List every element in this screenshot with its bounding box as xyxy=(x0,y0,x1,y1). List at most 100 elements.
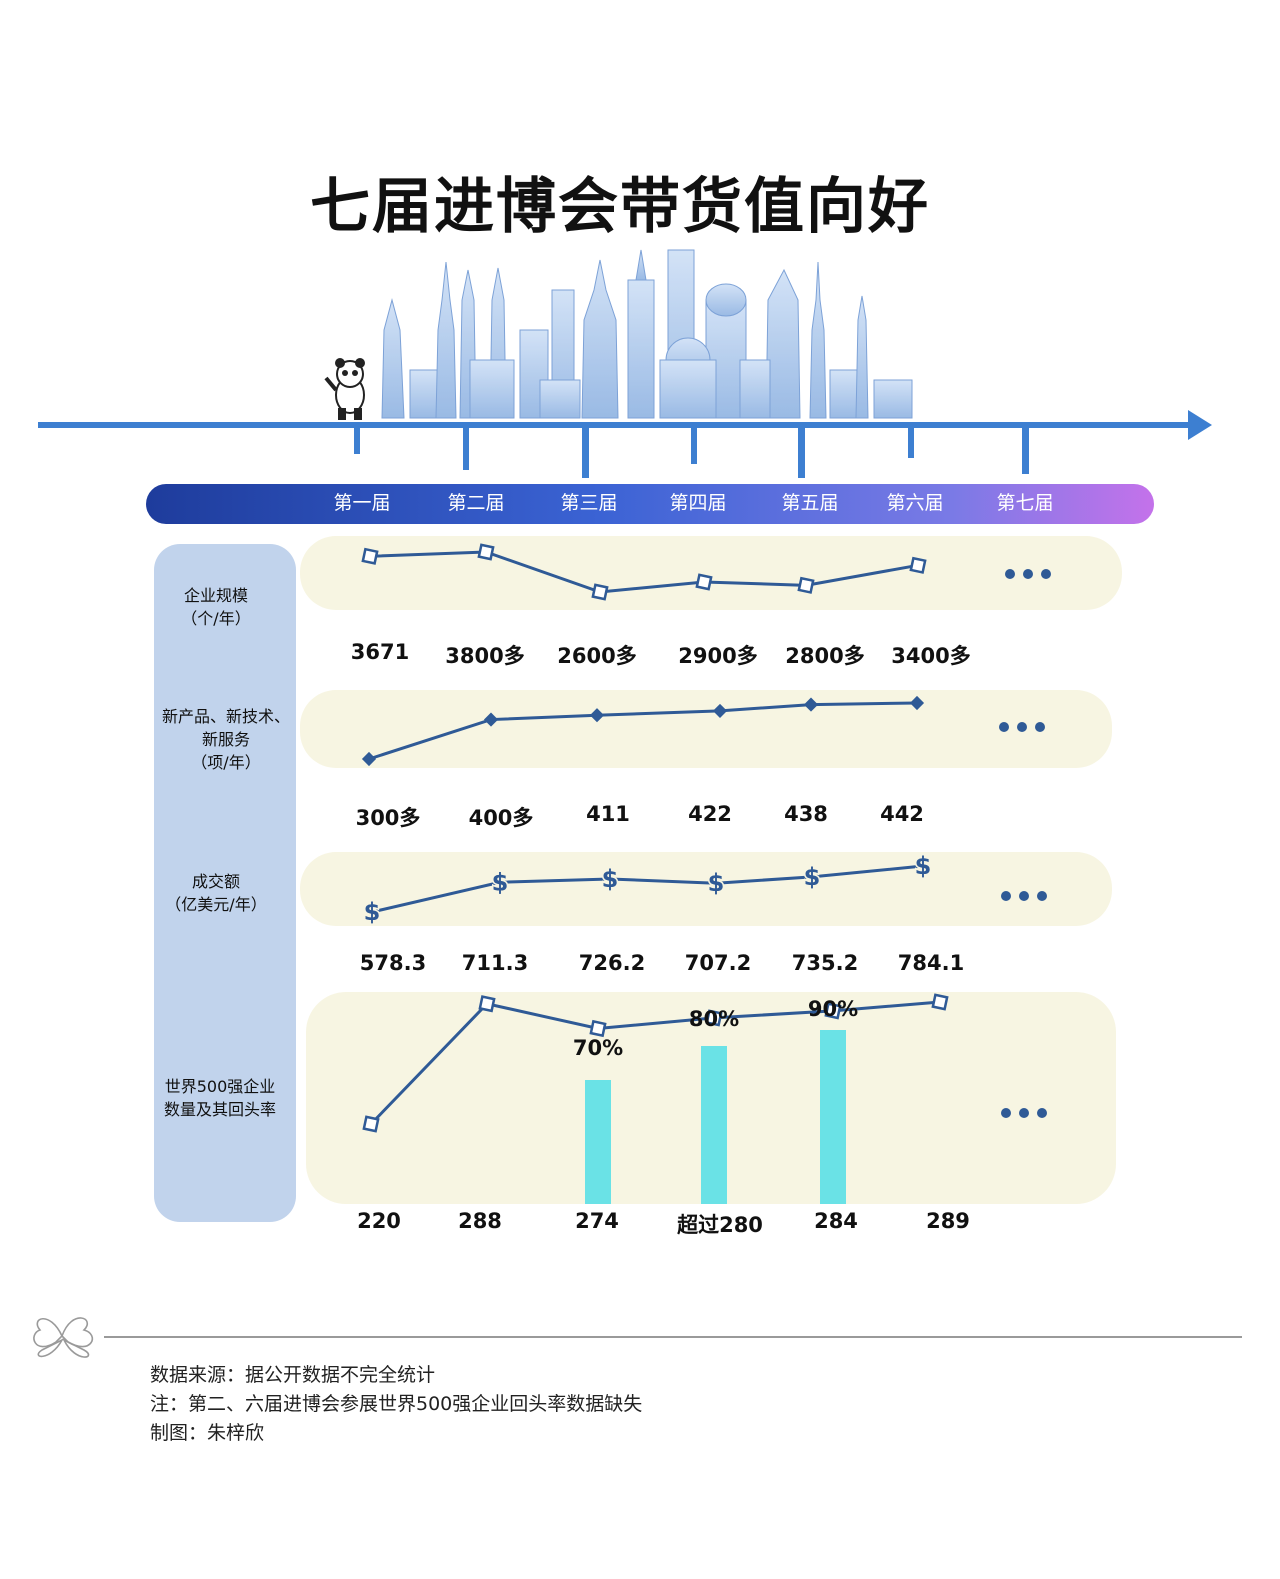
data-value-label: 3671 xyxy=(350,640,410,664)
data-value-label: 735.2 xyxy=(791,951,859,975)
dollar-marker-icon: $ xyxy=(602,865,619,893)
data-point-marker xyxy=(361,547,379,565)
timeline-tick xyxy=(908,422,914,458)
data-point-marker xyxy=(705,1009,723,1027)
timeline-tick xyxy=(463,422,469,470)
data-value-label: 438 xyxy=(784,802,828,826)
series-line xyxy=(368,701,918,761)
return-rate-label: 90% xyxy=(807,997,859,1021)
data-point-marker xyxy=(797,576,815,594)
footer-source: 数据来源：据公开数据不完全统计 xyxy=(150,1364,436,1386)
data-value-label: 784.1 xyxy=(897,951,965,975)
footer-divider xyxy=(104,1336,1242,1338)
data-point-marker xyxy=(477,543,495,561)
more-dots-icon xyxy=(1019,891,1029,901)
series-line xyxy=(369,550,919,594)
data-point-marker xyxy=(931,993,949,1011)
charts-layer: $ $ $ $ $ $ xyxy=(361,543,1051,1204)
data-point-marker xyxy=(909,556,927,574)
data-value-label: 442 xyxy=(880,802,924,826)
series-line xyxy=(369,1000,941,1126)
metric-label-text: 成交额 （亿美元/年） xyxy=(165,872,267,914)
data-point-marker xyxy=(591,583,609,601)
chart-panel-turnover xyxy=(300,852,1112,926)
metric-label-new-products: 新产品、新技术、 新服务 （项/年） xyxy=(152,705,300,774)
dollar-marker-icon: $ xyxy=(492,868,509,896)
more-dots-icon xyxy=(1001,1108,1011,1118)
data-value-label: 2800多 xyxy=(785,644,865,668)
data-value-label: 289 xyxy=(926,1209,970,1233)
data-value-label: 3800多 xyxy=(445,644,525,668)
episode-label: 第五届 xyxy=(781,492,839,514)
city-skyline-illustration xyxy=(324,249,913,420)
more-dots-icon xyxy=(999,722,1009,732)
data-value-label: 288 xyxy=(458,1209,502,1233)
series-line xyxy=(371,864,924,914)
metric-sidebar xyxy=(154,544,296,1222)
data-point-marker xyxy=(712,703,728,718)
metric-label-text: 新产品、新技术、 新服务 （项/年） xyxy=(161,707,290,772)
data-value-label: 300多 xyxy=(355,806,421,830)
more-dots-icon xyxy=(1035,722,1045,732)
episode-band xyxy=(146,484,1154,524)
data-value-label: 274 xyxy=(575,1209,619,1233)
metric-label-text: 企业规模 （个/年） xyxy=(181,586,251,628)
data-value-label: 707.2 xyxy=(684,951,752,975)
timeline-tick xyxy=(354,422,360,454)
chart-panel-new-products xyxy=(300,690,1112,768)
data-value-label: 411 xyxy=(586,802,630,826)
timeline-tick xyxy=(691,422,697,464)
data-value-label: 578.3 xyxy=(359,951,427,975)
data-point-marker xyxy=(803,697,819,712)
footer-author: 制图：朱梓欣 xyxy=(150,1422,265,1444)
episode-label: 第三届 xyxy=(560,492,618,514)
data-value-label: 400多 xyxy=(468,806,534,830)
timeline-axis xyxy=(38,410,1212,478)
data-point-marker xyxy=(589,708,605,723)
timeline-arrow-icon xyxy=(1188,410,1212,440)
data-value-label: 3400多 xyxy=(891,644,971,668)
more-dots-icon xyxy=(1019,1108,1029,1118)
metric-label-fortune500: 世界500强企业 数量及其回头率 xyxy=(146,1075,294,1121)
data-point-marker xyxy=(362,1115,380,1133)
data-point-marker xyxy=(824,1002,842,1020)
data-point-marker xyxy=(695,573,713,591)
more-dots-icon xyxy=(1037,891,1047,901)
metric-label-text: 世界500强企业 数量及其回头率 xyxy=(163,1077,276,1119)
more-dots-icon xyxy=(1041,569,1051,579)
data-value-label: 711.3 xyxy=(461,951,529,975)
clover-logo-icon xyxy=(33,1317,94,1358)
data-point-marker xyxy=(361,751,377,767)
data-value-label: 422 xyxy=(688,802,732,826)
more-dots-icon xyxy=(1037,1108,1047,1118)
data-point-marker xyxy=(478,995,496,1013)
data-value-label: 220 xyxy=(357,1209,401,1233)
dollar-marker-icon: $ xyxy=(708,869,725,897)
panda-mascot-icon xyxy=(324,358,365,420)
episode-label: 第六届 xyxy=(886,492,944,514)
episode-label: 第四届 xyxy=(669,492,727,514)
more-dots-icon xyxy=(1023,569,1033,579)
return-rate-label: 70% xyxy=(572,1036,624,1060)
return-rate-label: 80% xyxy=(688,1007,740,1031)
dollar-marker-icon: $ xyxy=(915,852,932,880)
data-value-label: 726.2 xyxy=(578,951,646,975)
dollar-marker-icon: $ xyxy=(804,863,821,891)
data-value-label: 284 xyxy=(814,1209,858,1233)
more-dots-icon xyxy=(1001,891,1011,901)
timeline-tick xyxy=(798,422,805,478)
return-rate-bar xyxy=(701,1046,727,1204)
page-title: 七届进博会带货值向好 xyxy=(310,172,930,242)
chart-panel-companies xyxy=(300,536,1122,610)
dollar-marker-icon: $ xyxy=(364,898,381,926)
episode-label: 第一届 xyxy=(333,492,391,514)
episode-label: 第七届 xyxy=(996,492,1054,514)
timeline-tick xyxy=(582,422,589,478)
more-dots-icon xyxy=(1005,569,1015,579)
footer-note: 注：第二、六届进博会参展世界500强企业回头率数据缺失 xyxy=(150,1393,643,1415)
metric-label-companies: 企业规模 （个/年） xyxy=(142,584,290,630)
data-value-label: 2600多 xyxy=(557,644,637,668)
timeline-tick xyxy=(1022,422,1029,474)
data-point-marker xyxy=(589,1019,607,1038)
more-dots-icon xyxy=(1017,722,1027,732)
